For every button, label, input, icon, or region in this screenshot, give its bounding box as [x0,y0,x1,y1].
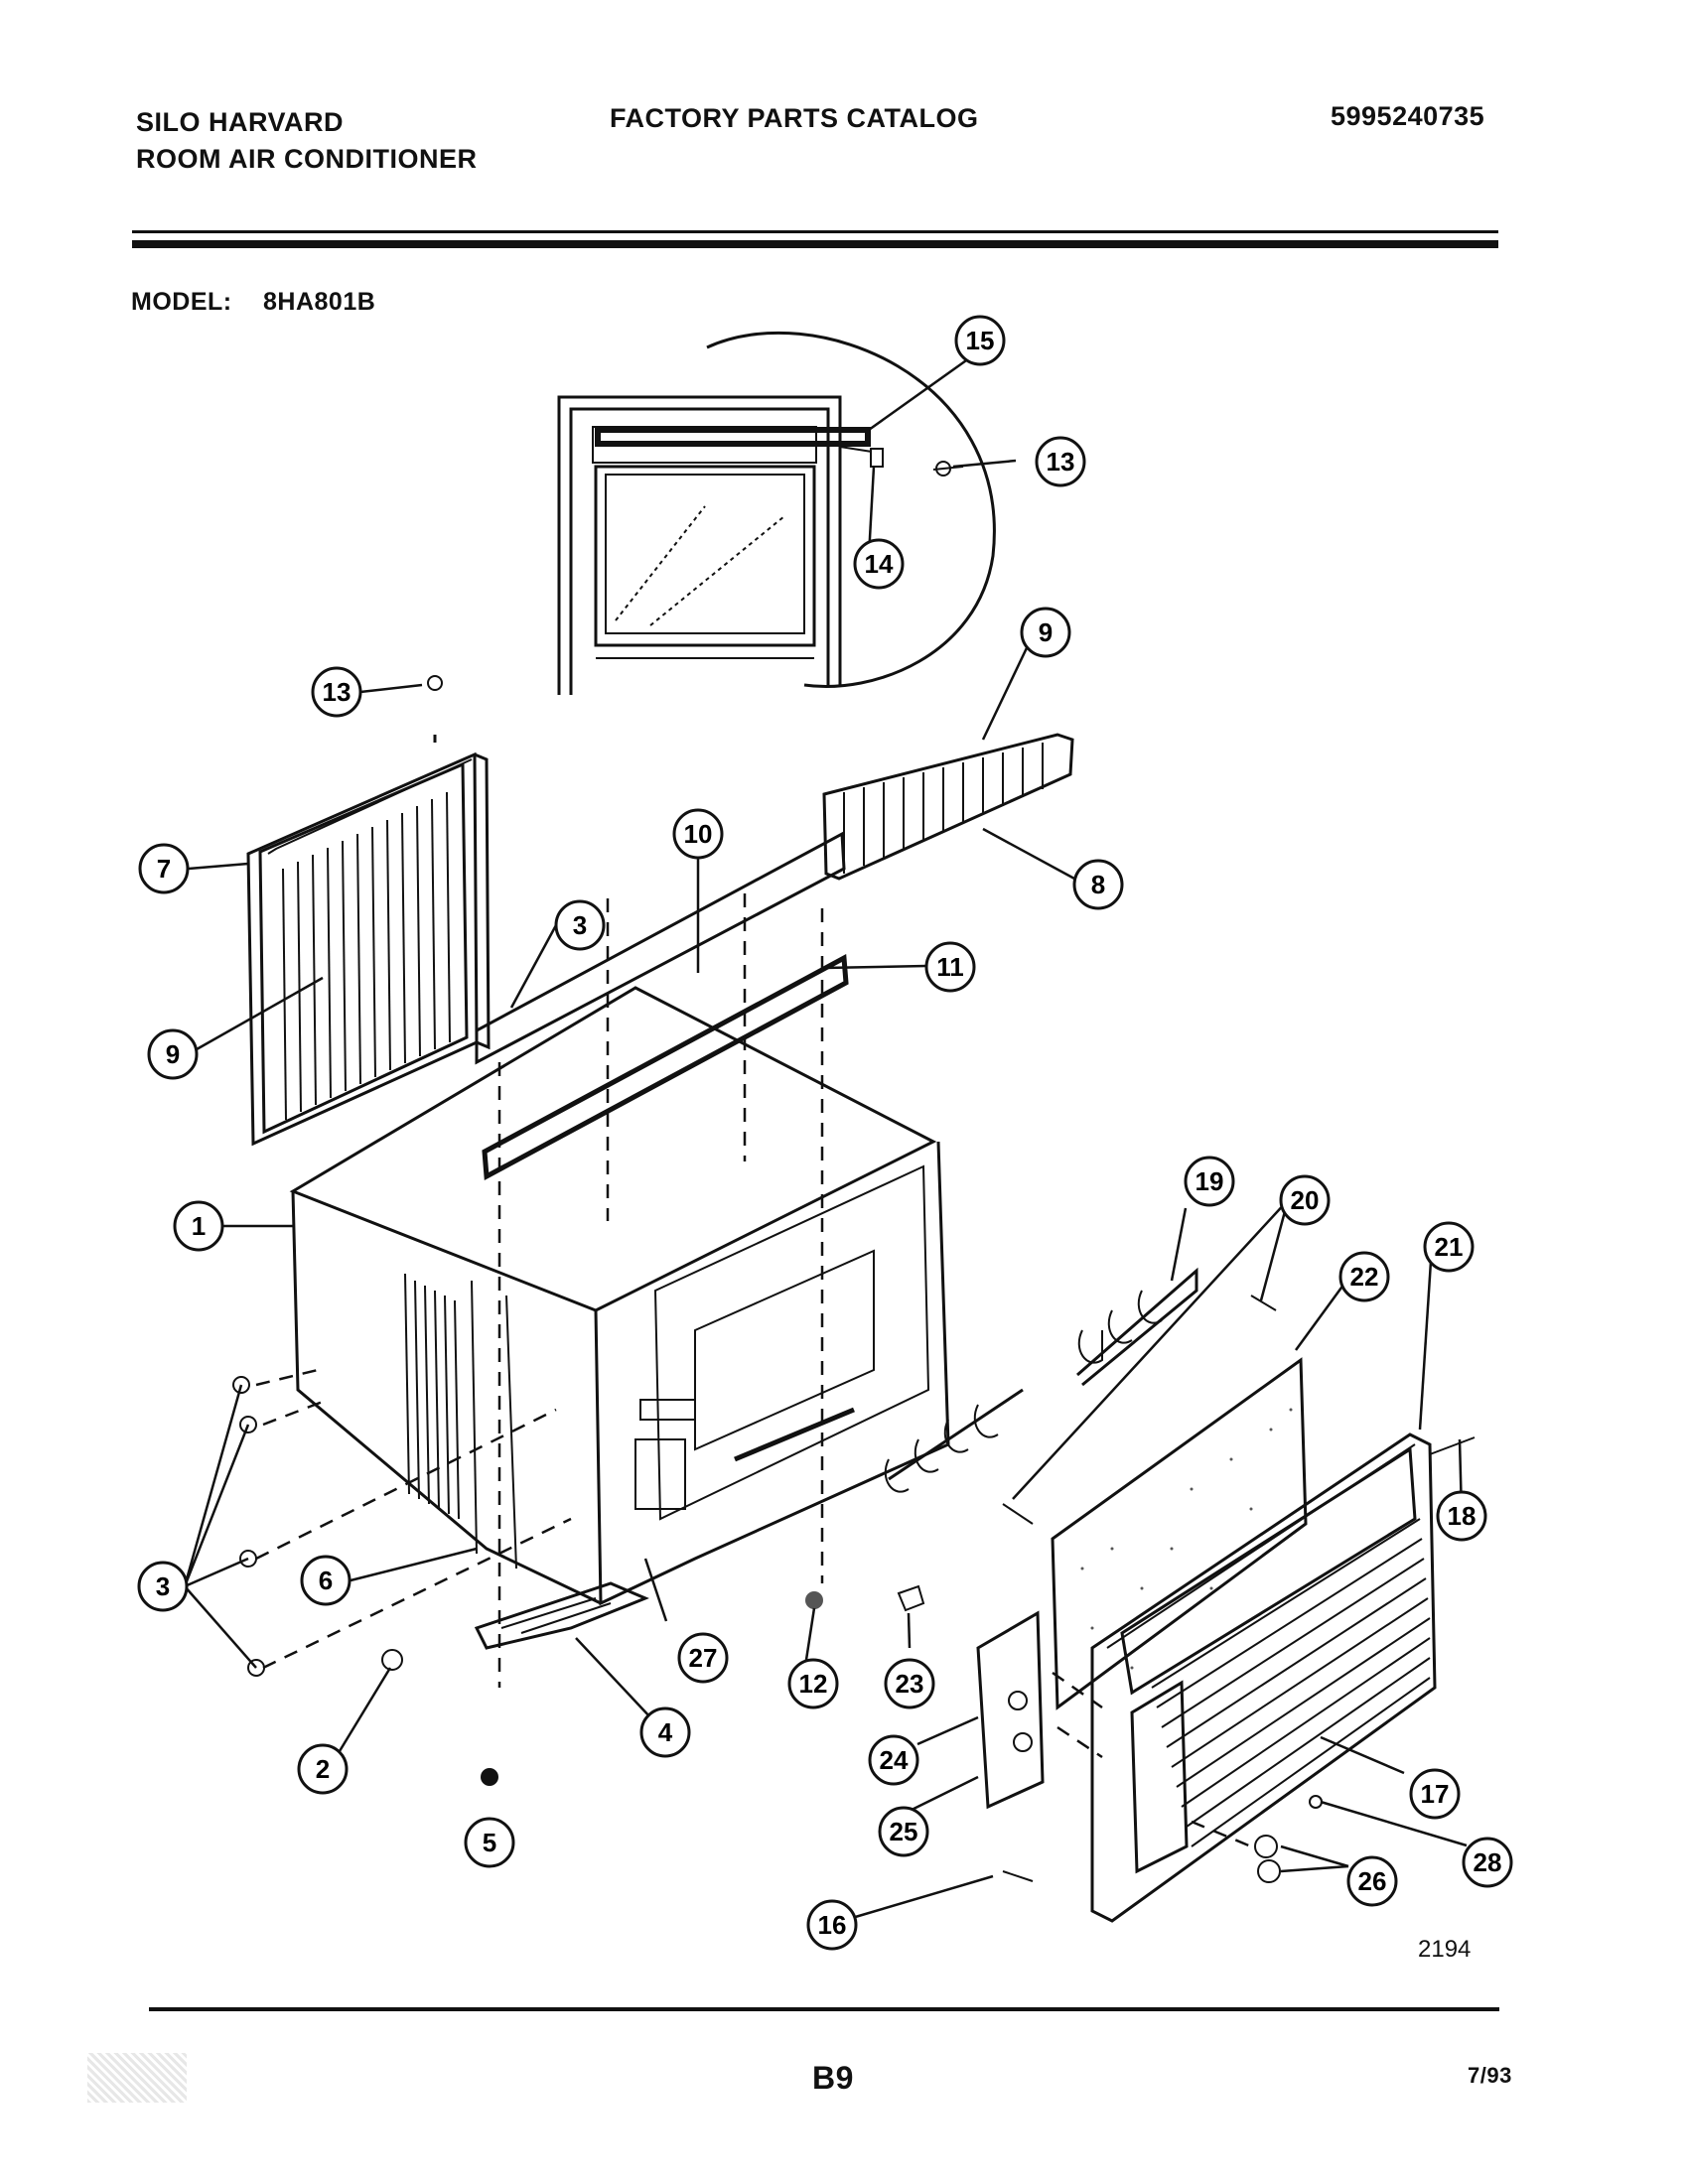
svg-text:15: 15 [966,326,995,355]
callout-18: 18 [1436,1490,1487,1542]
svg-text:13: 13 [1047,447,1075,477]
svg-text:22: 22 [1350,1262,1379,1292]
callout-27: 27 [677,1632,729,1684]
footer-rule [149,2007,1499,2011]
callout-1: 1 [173,1200,224,1252]
callout-23: 23 [884,1658,935,1709]
svg-text:8: 8 [1091,870,1105,899]
svg-text:19: 19 [1196,1166,1224,1196]
svg-text:13: 13 [323,677,352,707]
svg-text:7: 7 [157,854,171,884]
svg-text:28: 28 [1474,1847,1502,1877]
filter [1051,1357,1308,1710]
callout-17: 17 [1409,1768,1461,1820]
catalog-date: 7/93 [1468,2063,1512,2088]
callout-5: 5 [464,1817,515,1868]
callout-15: 15 [954,315,1006,366]
callout-19: 19 [1184,1156,1235,1207]
callout-12: 12 [787,1658,839,1709]
svg-text:9: 9 [166,1039,180,1069]
callout-7: 7 [138,843,190,894]
callout-14: 14 [853,538,905,590]
callout-24: 24 [868,1734,919,1786]
callout-20: 20 [1279,1174,1331,1226]
callout-10: 10 [672,808,724,860]
svg-text:27: 27 [689,1643,718,1673]
control-panel [976,1610,1045,1810]
svg-text:24: 24 [880,1745,909,1775]
svg-text:16: 16 [818,1910,847,1940]
svg-text:17: 17 [1421,1779,1450,1809]
brand-name: SILO HARVARD [136,107,345,137]
catalog-title: FACTORY PARTS CATALOG [610,103,979,133]
header-rule-thick [132,240,1498,248]
scan-mark [87,2053,187,2103]
main-cabinet [289,986,950,1606]
callout-22: 22 [1338,1251,1390,1302]
callout-25: 25 [878,1806,929,1857]
callout-26: 26 [1346,1855,1398,1907]
model-value: 8HA801B [263,288,376,316]
svg-text:6: 6 [319,1566,333,1595]
callout-6: 6 [300,1555,352,1606]
callout-8: 8 [1072,859,1124,910]
front-panel-inset [557,332,996,695]
svg-text:2: 2 [316,1754,330,1784]
svg-text:1: 1 [192,1211,206,1241]
svg-text:4: 4 [658,1717,673,1747]
assembly-lines [255,893,1252,1848]
svg-text:10: 10 [684,819,713,849]
svg-text:3: 3 [573,910,587,940]
product-name: ROOM AIR CONDITIONER [136,144,478,174]
callout-9b: 9 [1020,607,1071,658]
svg-text:18: 18 [1448,1501,1477,1531]
catalog-number: 5995240735 [1331,101,1485,131]
callout-3b: 3 [554,899,606,951]
svg-text:11: 11 [936,952,964,982]
base-rail [474,1581,649,1650]
callout-13b: 13 [1035,436,1086,487]
callout-4: 4 [639,1706,691,1758]
evaporator-brackets [884,1267,1198,1493]
svg-text:26: 26 [1358,1866,1387,1896]
louver-strip [822,733,1074,881]
page-code: B9 [812,2060,854,2096]
callouts: 1 2 3 3 4 5 6 7 8 9 9 9 10 11 12 13 13 1… [137,315,1513,1951]
callout-13a: 13 [311,666,362,718]
svg-text:9: 9 [1039,617,1053,647]
top-panel-pieces [475,831,849,1181]
header-rule-thin [132,230,1498,233]
callout-3a: 3 [137,1561,189,1612]
svg-text:14: 14 [865,549,894,579]
callout-11: 11 [924,941,976,993]
model-label: MODEL: [131,288,232,316]
svg-text:21: 21 [1435,1232,1464,1262]
front-grille [1090,1433,1437,1923]
callout-16: 16 [806,1899,858,1951]
svg-text:3: 3 [156,1571,170,1601]
svg-text:12: 12 [799,1669,828,1699]
callout-21: 21 [1423,1221,1475,1273]
svg-text:23: 23 [896,1669,924,1699]
callout-2: 2 [297,1743,349,1795]
callout-9a: 9 [147,1028,199,1080]
svg-text:5: 5 [483,1828,496,1857]
svg-text:25: 25 [890,1817,918,1846]
drawing-number: 2194 [1418,1936,1472,1963]
svg-text:20: 20 [1291,1185,1320,1215]
callout-28: 28 [1462,1837,1513,1888]
side-grille-panel [246,675,491,1147]
